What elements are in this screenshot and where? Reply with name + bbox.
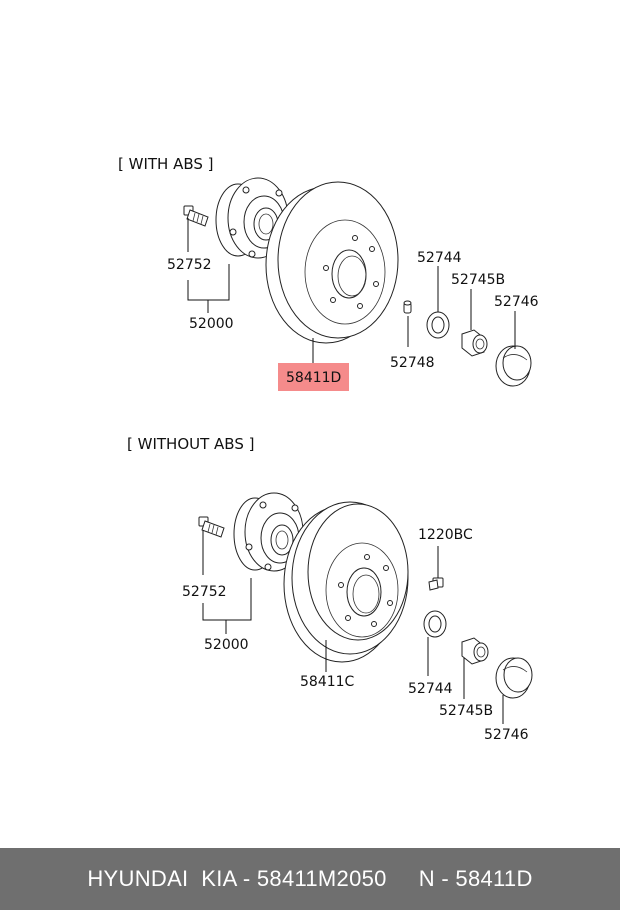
- label-hub-52000: 52000: [189, 316, 234, 332]
- hub-nut-drawing: [461, 329, 488, 357]
- footer-text: HYUNDAI KIA - 58411M2050 N - 58411D: [87, 866, 533, 891]
- lock-washer-drawing: [423, 610, 447, 638]
- screw-drawing: [428, 577, 444, 591]
- wheel-bolt-drawing: [183, 205, 209, 227]
- highlight-box: [278, 363, 349, 391]
- brake-disc-drawing: [265, 181, 399, 344]
- label-screw-1220bc: 1220BC: [418, 527, 473, 543]
- label-hub-52000: 52000: [204, 637, 249, 653]
- lock-washer-drawing: [426, 311, 450, 339]
- label-pin-52748: 52748: [390, 355, 435, 371]
- label-cap-52746: 52746: [494, 294, 539, 310]
- label-bolt-52752: 52752: [167, 257, 212, 273]
- section-title-without-abs: [ WITHOUT ABS ]: [127, 435, 254, 453]
- label-drum-58411c: 58411C: [300, 674, 355, 690]
- pin-drawing: [403, 300, 412, 314]
- part-number-footer: HYUNDAI KIA - 58411M2050 N - 58411D: [0, 848, 620, 910]
- parts-diagram: [ WITH ABS ]: [118, 155, 539, 743]
- label-cap-52746: 52746: [484, 727, 529, 743]
- label-washer-52744: 52744: [408, 681, 453, 697]
- label-disc-58411d: 58411D: [286, 370, 341, 386]
- dust-cap-drawing: [495, 345, 532, 387]
- label-nut-52745b: 52745B: [439, 703, 493, 719]
- section-title-with-abs: [ WITH ABS ]: [118, 155, 214, 173]
- label-bolt-52752: 52752: [182, 584, 227, 600]
- dust-cap-drawing: [495, 657, 533, 699]
- section-without-abs: [ WITHOUT ABS ]: [127, 435, 533, 743]
- hub-nut-drawing: [461, 637, 489, 665]
- section-with-abs: [ WITH ABS ]: [118, 155, 539, 391]
- label-washer-52744: 52744: [417, 250, 462, 266]
- wheel-bolt-drawing: [198, 516, 225, 538]
- brake-drum-drawing: [283, 501, 409, 663]
- label-nut-52745b: 52745B: [451, 272, 505, 288]
- highlighted-part-label: 58411D: [278, 363, 349, 391]
